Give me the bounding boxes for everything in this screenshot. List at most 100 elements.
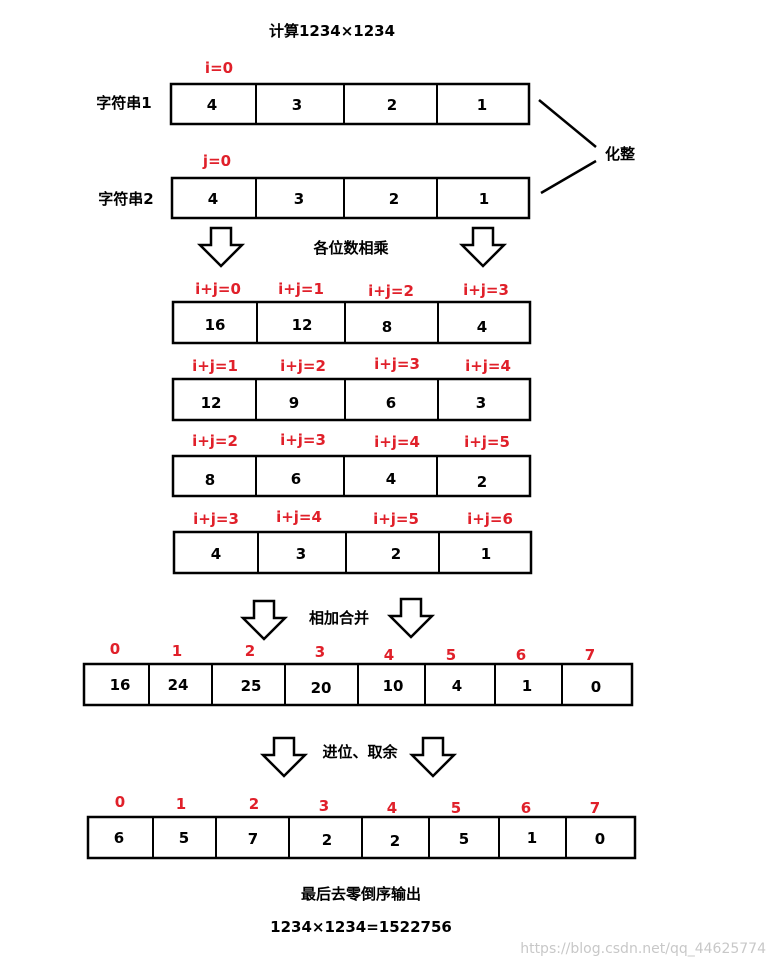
product4-label: i+j=6 [467,510,513,528]
merged-cell: 10 [383,677,404,695]
product-row-2: 12 9 6 3 [171,377,532,422]
product2-cell: 6 [386,394,396,412]
down-arrow-icon [196,226,246,268]
product3-cell: 4 [386,470,396,488]
down-arrow-icon [408,736,458,778]
product-row-4: 4 3 2 1 [172,530,533,575]
merged-index: 0 [110,640,120,658]
product4-cell: 4 [211,545,221,563]
carried-cell: 2 [322,831,332,849]
carried-cell: 7 [248,830,258,848]
product1-cell: 12 [292,316,313,334]
carried-row: 6 5 7 2 2 5 1 0 [86,815,637,860]
product4-label: i+j=3 [193,510,239,528]
product1-cell: 16 [205,316,226,334]
product1-label: i+j=3 [463,281,509,299]
string1-label: 字符串1 [96,94,151,112]
product4-box [172,530,533,575]
down-arrow-icon [458,226,508,268]
carried-index: 7 [590,799,600,817]
string2-label: 字符串2 [98,190,153,208]
down-arrow-icon [259,736,309,778]
carried-index: 5 [451,799,461,817]
carried-index: 1 [176,795,186,813]
product3-label: i+j=4 [374,433,420,451]
merged-index: 1 [172,642,182,660]
string1-cell: 2 [387,96,397,114]
merged-cell: 20 [311,679,332,697]
string2-cell: 2 [389,190,399,208]
carried-cell: 5 [179,829,189,847]
carried-index: 3 [319,797,329,815]
string2-cell: 4 [208,190,218,208]
carried-index: 4 [387,799,397,817]
product3-cell: 6 [291,470,301,488]
merged-cell: 16 [110,676,131,694]
down-arrow-icon [386,597,436,639]
merged-cell: 1 [522,677,532,695]
carried-cell: 2 [390,832,400,850]
carried-cell: 0 [595,830,605,848]
string1-cell: 4 [207,96,217,114]
product-row-3: 8 6 4 2 [171,454,532,498]
product4-cell: 2 [391,545,401,563]
product1-cell: 4 [477,318,487,336]
string2-box [170,176,531,220]
string1-cell: 1 [477,96,487,114]
product3-label: i+j=2 [192,432,238,450]
step3-label: 进位、取余 [322,743,398,761]
product2-cell: 3 [476,394,486,412]
diagram-title: 计算1234×1234 [269,22,395,40]
merged-index: 7 [585,646,595,664]
final-label: 最后去零倒序输出 [301,885,421,903]
product-row-1: 16 12 8 4 [171,300,532,345]
product3-box [171,454,532,498]
product3-label: i+j=3 [280,431,326,449]
product2-label: i+j=3 [374,355,420,373]
product1-label: i+j=2 [368,282,414,300]
merged-index: 5 [446,646,456,664]
product4-label: i+j=5 [373,510,419,528]
product4-cell: 3 [296,545,306,563]
carried-cell: 6 [114,829,124,847]
merged-cell: 4 [452,677,462,695]
string1-index-label: i=0 [205,59,233,77]
carried-index: 6 [521,799,531,817]
product4-label: i+j=4 [276,508,322,526]
string2-row: 4 3 2 1 [170,176,531,220]
step2-label: 相加合并 [309,609,369,627]
product1-cell: 8 [382,318,392,336]
product4-cell: 1 [481,545,491,563]
merged-index: 4 [384,646,394,664]
carried-index: 2 [249,795,259,813]
step1-label: 各位数相乘 [312,239,388,257]
merged-row: 16 24 25 20 10 4 1 0 [82,662,634,707]
product2-label: i+j=2 [280,357,326,375]
merged-cell: 25 [241,677,262,695]
product3-label: i+j=5 [464,433,510,451]
merged-cell: 24 [168,676,189,694]
watermark: https://blog.csdn.net/qq_44625774 [520,941,766,957]
string1-cell: 3 [292,96,302,114]
merged-index: 2 [245,642,255,660]
product2-cell: 9 [289,394,299,412]
carried-index: 0 [115,793,125,811]
product2-label: i+j=1 [192,357,238,375]
product2-cell: 12 [201,394,222,412]
convert-connector-line [538,99,597,148]
carried-cell: 5 [459,830,469,848]
product1-label: i+j=1 [278,280,324,298]
product2-box [171,377,532,422]
product1-label: i+j=0 [195,280,241,298]
string1-box [169,82,531,126]
convert-connector-line [540,159,597,195]
string2-cell: 3 [294,190,304,208]
merged-index: 6 [516,646,526,664]
result-equation: 1234×1234=1522756 [270,918,452,936]
product3-cell: 2 [477,473,487,491]
string1-row: 4 3 2 1 [169,82,531,126]
product1-box [171,300,532,345]
product2-label: i+j=4 [465,357,511,375]
down-arrow-icon [239,599,289,641]
